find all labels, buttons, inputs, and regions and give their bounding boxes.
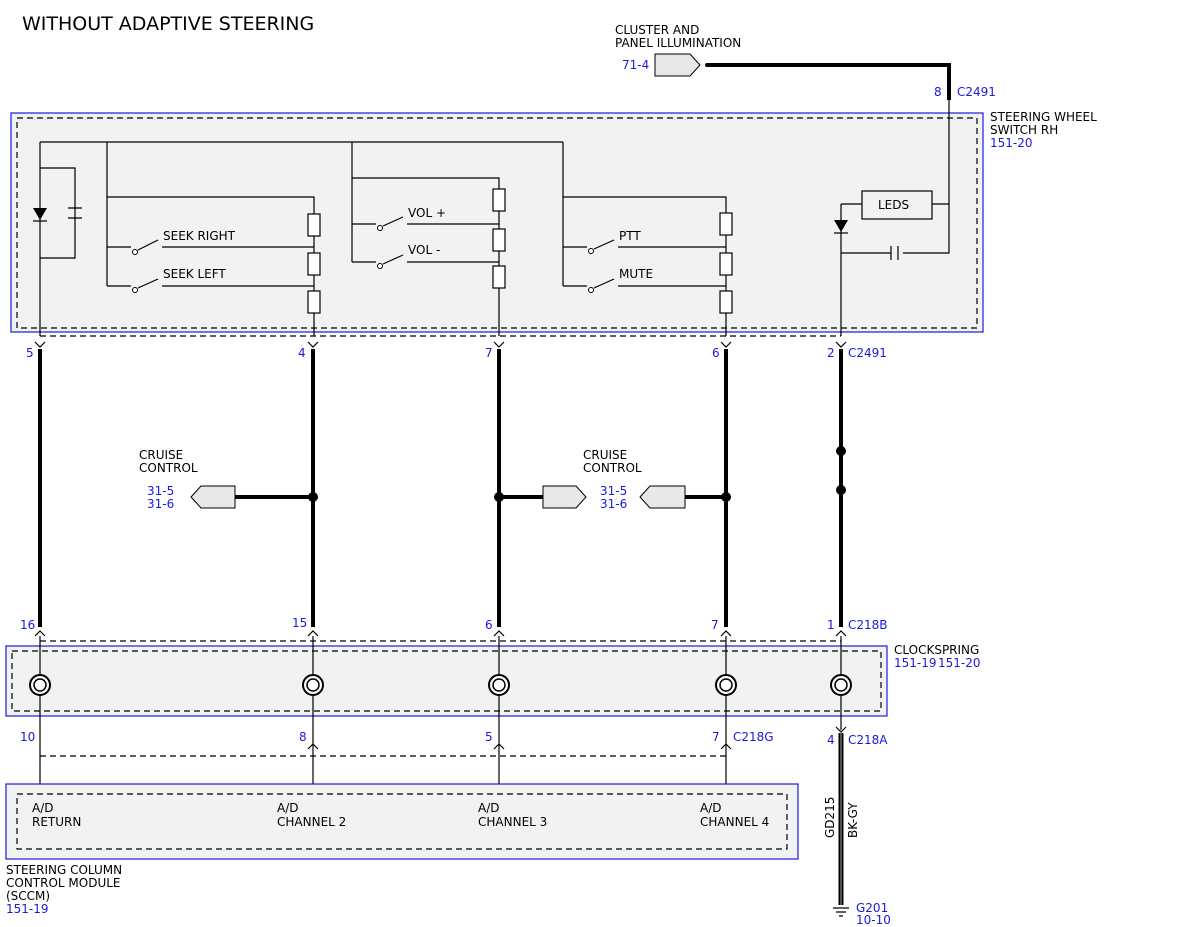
swrh-pin-2: 2 <box>827 346 835 360</box>
clockspring-label: CLOCKSPRING <box>894 643 979 657</box>
clockspring-box <box>5 645 888 717</box>
ground-wire-color: BK-GY <box>846 802 860 838</box>
resistor-icon <box>307 252 321 276</box>
clockspring-top-connector: C218B <box>848 618 888 632</box>
cruise-connector-2 <box>542 485 587 509</box>
resistor-icon <box>719 212 733 236</box>
sccm-label-3: (SCCM) <box>6 889 50 903</box>
ground-circuit: GD215 <box>823 797 837 838</box>
cruise-label-2b: CONTROL <box>583 461 642 475</box>
resistor-icon <box>307 213 321 237</box>
switch-seek-left: SEEK LEFT <box>163 267 226 281</box>
splice-dot <box>308 492 318 502</box>
sccm-ch4-l1: A/D <box>700 801 722 815</box>
led-diode-icon <box>834 220 848 232</box>
clockspring-pin-16: 16 <box>20 618 35 632</box>
swrh-ref[interactable]: 151-20 <box>990 136 1033 150</box>
swrh-top-connector: C2491 <box>957 85 996 99</box>
cruise-label-1b: CONTROL <box>139 461 198 475</box>
sccm-ch2-l2: CHANNEL 2 <box>277 815 346 829</box>
sccm-label-2: CONTROL MODULE <box>6 876 121 890</box>
illumination-label-1: CLUSTER AND <box>615 23 699 37</box>
cruise-connector-3 <box>639 485 686 509</box>
steering-wheel-switch-rh-box <box>10 112 984 333</box>
swrh-pin-5: 5 <box>26 346 34 360</box>
switch-seek-right: SEEK RIGHT <box>163 229 236 243</box>
ground-id: G201 <box>856 901 888 915</box>
inline-connector-dot <box>836 485 846 495</box>
sccm-ch1-l1: A/D <box>32 801 54 815</box>
illumination-ref[interactable]: 71-4 <box>622 58 649 72</box>
clockspring-ref-1[interactable]: 151-19 <box>894 656 937 670</box>
sccm-ch3-l1: A/D <box>478 801 500 815</box>
sccm-label-1: STEERING COLUMN <box>6 863 122 877</box>
illumination-connector-arrow <box>654 53 701 77</box>
resistor-icon <box>492 265 506 289</box>
switch-mute: MUTE <box>619 267 653 281</box>
leds-box <box>861 190 933 220</box>
cruise-ref-1a[interactable]: 31-5 <box>147 484 174 498</box>
clockspring-pin-7b: 7 <box>712 730 720 744</box>
sccm-ch2-l1: A/D <box>277 801 299 815</box>
clockspring-pin-6: 6 <box>485 618 493 632</box>
clockspring-pin-7: 7 <box>711 618 719 632</box>
sccm-box <box>5 783 799 860</box>
cruise-ref-2a[interactable]: 31-5 <box>600 484 627 498</box>
swrh-pin-4: 4 <box>298 346 306 360</box>
cruise-ref-2b[interactable]: 31-6 <box>600 497 627 511</box>
clockspring-pin-10: 10 <box>20 730 35 744</box>
clockspring-pin-4: 4 <box>827 733 835 747</box>
resistor-icon <box>719 290 733 314</box>
resistor-icon <box>307 290 321 314</box>
clockspring-pin-5: 5 <box>485 730 493 744</box>
ground-icon <box>833 907 849 917</box>
cruise-label-1a: CRUISE <box>139 448 183 462</box>
swrh-top-pin: 8 <box>934 85 942 99</box>
leds-label: LEDS <box>878 198 909 212</box>
inline-connector-dot <box>836 446 846 456</box>
resistor-icon <box>492 188 506 212</box>
swrh-label-1: STEERING WHEEL <box>990 110 1097 124</box>
sccm-ch3-l2: CHANNEL 3 <box>478 815 547 829</box>
cruise-ref-1b[interactable]: 31-6 <box>147 497 174 511</box>
ground-ref[interactable]: 10-10 <box>856 913 891 927</box>
swrh-pin-7: 7 <box>485 346 493 360</box>
clockspring-coil-icon <box>29 674 852 696</box>
illumination-wire <box>707 63 951 100</box>
clockspring-ref-2[interactable]: 151-20 <box>938 656 981 670</box>
switch-vol-up: VOL + <box>408 206 446 220</box>
clockspring-pin-15: 15 <box>292 616 307 630</box>
cruise-label-2a: CRUISE <box>583 448 627 462</box>
clockspring-bottom-connector: C218G <box>733 730 774 744</box>
sccm-ref[interactable]: 151-19 <box>6 902 49 916</box>
resistor-icon <box>719 252 733 276</box>
splice-dot <box>721 492 731 502</box>
swrh-bottom-connector: C2491 <box>848 346 887 360</box>
sccm-ch4-l2: CHANNEL 4 <box>700 815 769 829</box>
illumination-label-2: PANEL ILLUMINATION <box>615 36 741 50</box>
diode-icon <box>33 208 47 220</box>
switch-vol-down: VOL - <box>408 243 440 257</box>
clockspring-ground-connector: C218A <box>848 733 888 747</box>
clockspring-pin-8: 8 <box>299 730 307 744</box>
switch-ptt: PTT <box>619 229 641 243</box>
swrh-label-2: SWITCH RH <box>990 123 1058 137</box>
clockspring-pin-1: 1 <box>827 618 835 632</box>
cruise-connector-1 <box>190 485 236 509</box>
swrh-pin-6: 6 <box>712 346 720 360</box>
sccm-ch1-l2: RETURN <box>32 815 81 829</box>
resistor-icon <box>492 228 506 252</box>
diagram-title: WITHOUT ADAPTIVE STEERING <box>22 13 314 35</box>
